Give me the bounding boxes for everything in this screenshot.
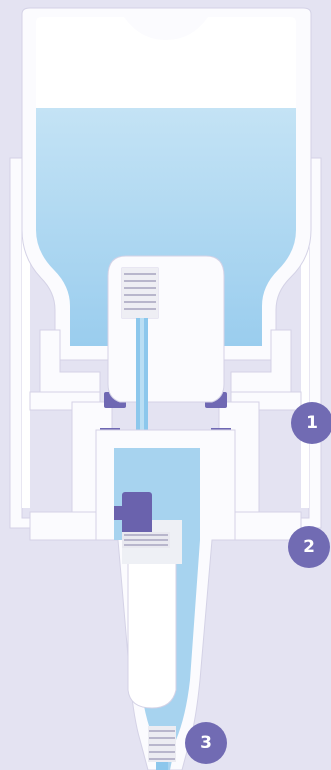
upper-spring: [122, 268, 158, 318]
callout-badge-3: 3: [185, 722, 227, 764]
nozzle-body: [96, 430, 235, 770]
callout-badge-2: 2: [288, 526, 330, 568]
callout-label-3: 3: [200, 733, 212, 753]
lower-spring: [122, 532, 170, 548]
callout-badge-1: 1: [291, 402, 331, 444]
central-flow-channel: [136, 318, 148, 448]
callout-label-2: 2: [303, 537, 315, 557]
callout-label-1: 1: [306, 413, 318, 433]
